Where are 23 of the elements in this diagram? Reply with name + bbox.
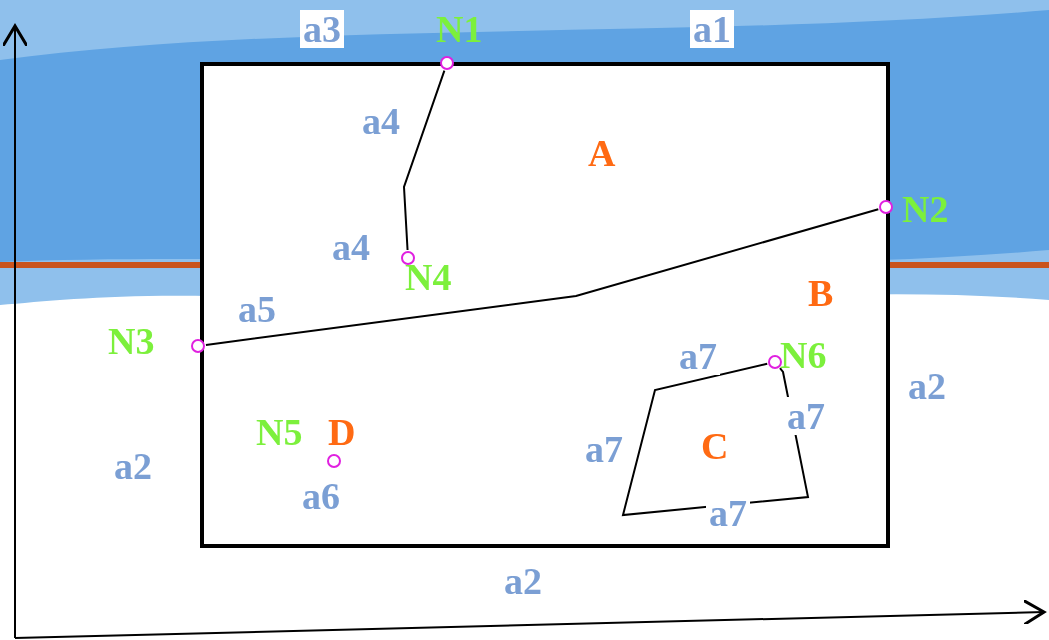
- point-label: N4: [405, 258, 452, 296]
- arc-line: [403, 69, 446, 251]
- arc-label: a2: [504, 562, 542, 600]
- point-label: N1: [436, 10, 483, 48]
- arc-label: a3: [300, 10, 344, 48]
- point-label: N6: [780, 336, 827, 374]
- point-label: N3: [108, 322, 155, 360]
- region-label: A: [588, 134, 616, 172]
- region-label: D: [328, 413, 356, 451]
- region-label: B: [808, 274, 834, 312]
- arc-label: a2: [114, 447, 152, 485]
- arc-label: a6: [302, 477, 340, 515]
- point-circle: [768, 355, 782, 369]
- arc-label: a1: [690, 10, 734, 48]
- arc-line: [204, 208, 880, 346]
- point-label: N2: [902, 190, 949, 228]
- point-circle: [191, 339, 205, 353]
- arc-label: a7: [784, 397, 828, 435]
- arc-label: a5: [238, 290, 276, 328]
- point-label: N5: [256, 413, 303, 451]
- arc-label: a4: [362, 102, 400, 140]
- arc-label: a2: [908, 367, 946, 405]
- arc-label: a4: [332, 228, 370, 266]
